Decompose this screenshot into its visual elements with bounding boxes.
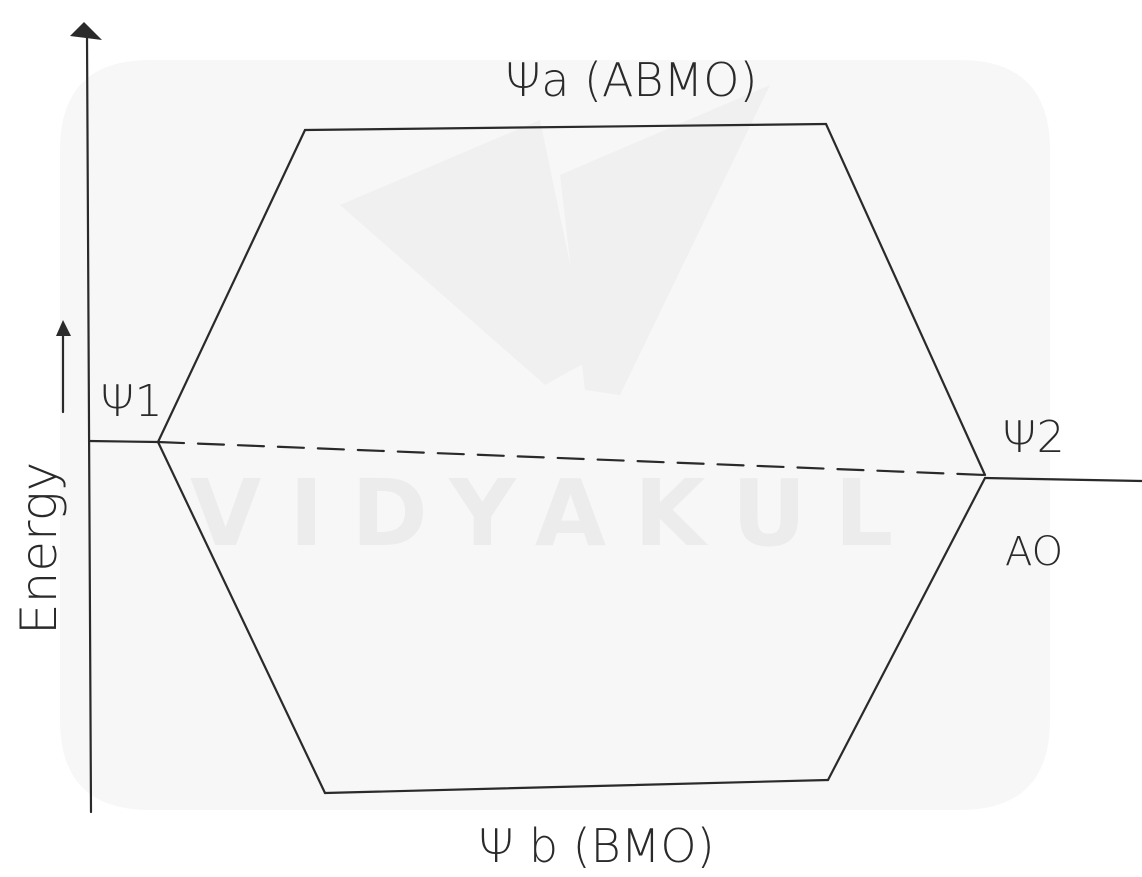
energy-axis: Energy xyxy=(10,22,102,814)
abmo-label: Ψa (ABMO) xyxy=(505,53,757,107)
bmo-label: Ψ b (BMO) xyxy=(478,819,715,873)
watermark-panel xyxy=(60,60,1050,810)
ao-dashed-reference-line xyxy=(156,440,987,477)
right-lower-correlation-line xyxy=(826,476,987,782)
ao-label: AO xyxy=(1005,529,1063,575)
left-upper-correlation-line xyxy=(156,128,307,444)
energy-axis-arrowhead xyxy=(70,22,102,40)
left-lower-correlation-line xyxy=(156,440,327,795)
abmo-level xyxy=(303,122,828,132)
watermark-logo-left xyxy=(340,120,590,385)
ao-left-level xyxy=(87,439,160,444)
bmo-level xyxy=(323,778,830,795)
ao-right-level xyxy=(983,476,1142,483)
psi1-label: Ψ1 xyxy=(100,376,163,427)
watermark-text: VIDYAKUL xyxy=(190,460,921,567)
energy-label-arrowhead xyxy=(56,320,71,336)
mo-outline xyxy=(87,122,1142,795)
diagram-labels: Ψa (ABMO) Ψ b (BMO) Ψ1 Ψ2 AO xyxy=(100,53,1065,873)
watermark: VIDYAKUL xyxy=(60,60,1050,810)
right-upper-correlation-line xyxy=(824,122,987,477)
energy-axis-label: Energy xyxy=(10,462,68,635)
energy-axis-line xyxy=(85,34,93,814)
watermark-logo-right xyxy=(560,85,770,395)
psi2-label: Ψ2 xyxy=(1002,412,1065,463)
